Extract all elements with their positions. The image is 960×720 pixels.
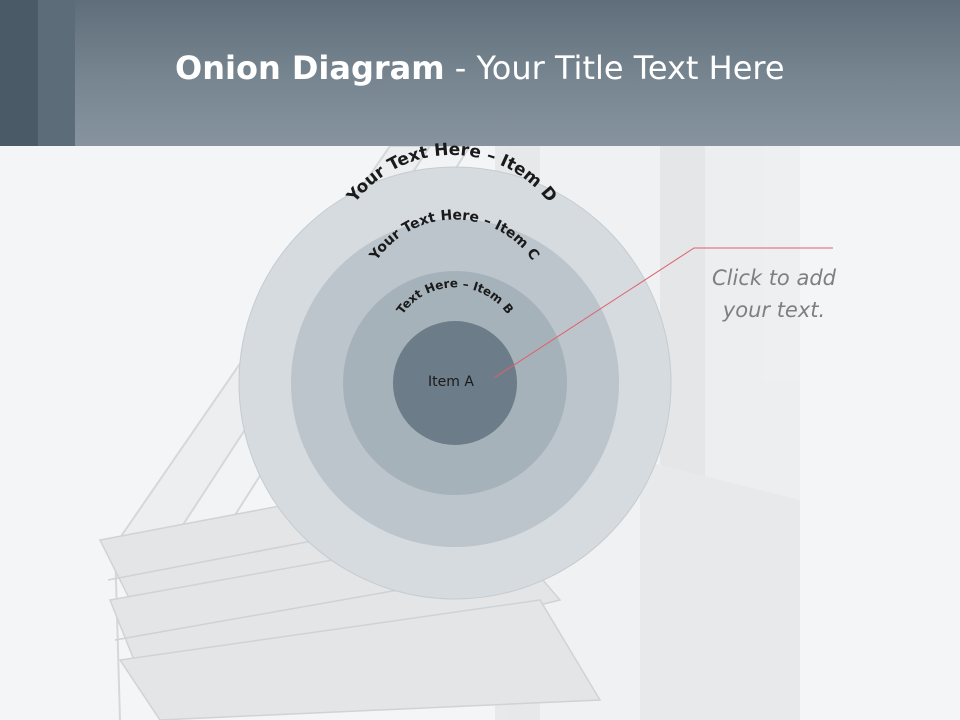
slide-title-rest: - Your Title Text Here [444,49,785,87]
onion-core-item-a[interactable] [393,321,517,445]
header-accent-mid [38,0,75,146]
slide-header: Onion Diagram - Your Title Text Here [0,0,960,146]
callout-connector-line [493,247,833,379]
slide-title[interactable]: Onion Diagram - Your Title Text Here [175,44,785,94]
header-accent-dark [0,0,38,146]
slide-title-bold: Onion Diagram [175,49,445,87]
core-label-item-a: Item A [428,374,474,390]
callout-text[interactable]: Click to add your text. [711,266,836,322]
